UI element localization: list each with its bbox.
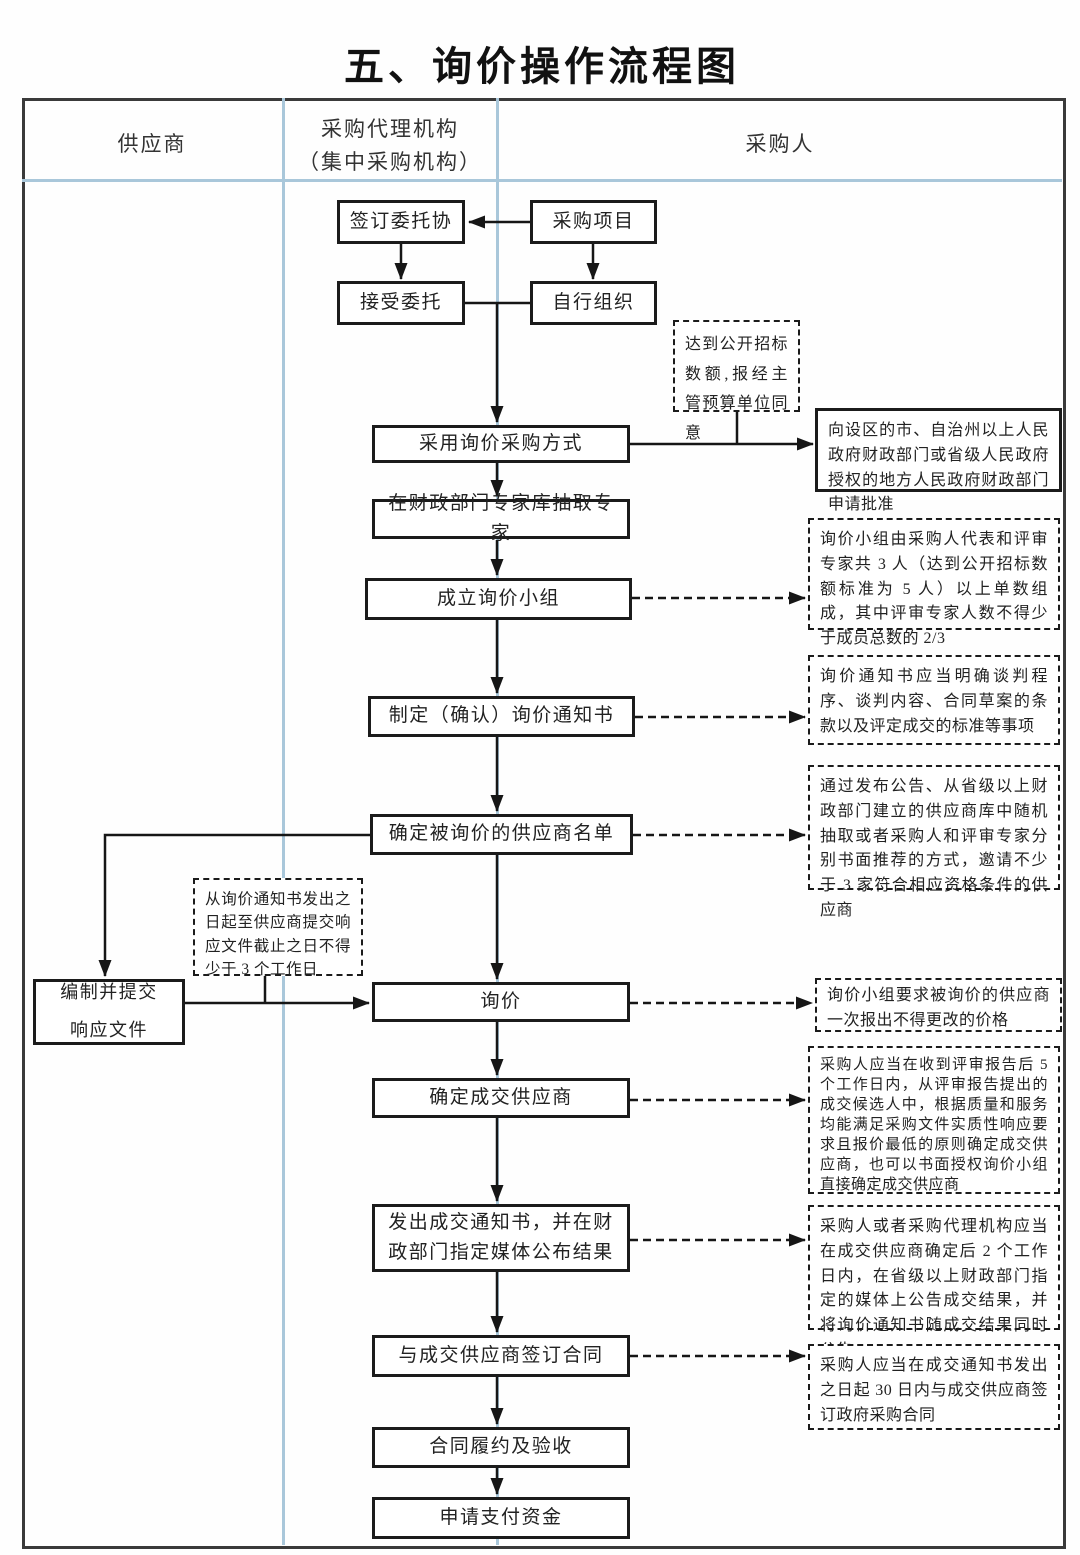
node-sign-contract: 与成交供应商签订合同	[372, 1335, 630, 1377]
node-issue-notice: 发出成交通知书，并在财政部门指定媒体公布结果	[372, 1204, 630, 1272]
annotation-min-days: 从询价通知书发出之日起至供应商提交响应文件截止之日不得少于 3 个工作日	[193, 878, 363, 978]
node-make-inquiry-notice: 制定（确认）询价通知书	[368, 696, 635, 737]
annotation-team-composition: 询价小组由采购人代表和评审专家共 3 人（达到公开招标数额标准为 5 人）以上单…	[808, 518, 1060, 647]
lane-header-separator	[22, 179, 1062, 182]
node-adopt-inquiry: 采用询价采购方式	[372, 425, 630, 463]
node-procurement-project: 采购项目	[530, 200, 657, 244]
annotation-notice-content: 询价通知书应当明确谈判程序、谈判内容、合同草案的条款以及评定成交的标准等事项	[808, 655, 1060, 745]
annotation-supplier-selection: 通过发布公告、从省级以上财政部门建立的供应商库中随机抽取或者采购人和评审专家分别…	[808, 765, 1060, 919]
annotation-reach-threshold: 达到公开招标数额,报经主管预算单位同意	[673, 320, 800, 442]
annotation-apply-approval: 向设区的市、自治州以上人民政府财政部门或省级人民政府授权的地方人民政府财政部门申…	[815, 408, 1062, 513]
lane-label-agency: 采购代理机构 （集中采购机构）	[298, 117, 482, 174]
node-inquiry: 询价	[372, 982, 630, 1022]
lane-label-supplier: 供应商	[117, 132, 187, 156]
node-extract-experts: 在财政部门专家库抽取专家	[372, 493, 630, 544]
chart-frame	[22, 98, 1066, 1549]
node-form-inquiry-team: 成立询价小组	[365, 578, 632, 620]
annotation-announce-rule: 采购人或者采购代理机构应当在成交供应商确定后 2 个工作日内，在省级以上财政部门…	[808, 1205, 1060, 1359]
lane-label-purchaser: 采购人	[745, 132, 815, 156]
annotation-contract-rule: 采购人应当在成交通知书发出之日起 30 日内与成交供应商签订政府采购合同	[808, 1344, 1060, 1430]
node-determine-winner: 确定成交供应商	[372, 1078, 630, 1118]
annotation-winner-rule: 采购人应当在收到评审报告后 5 个工作日内，从评审报告提出的成交候选人中，根据质…	[808, 1046, 1060, 1194]
node-contract-acceptance: 合同履约及验收	[372, 1427, 630, 1468]
node-prepare-response: 编制并提交 响应文件	[33, 979, 185, 1045]
node-sign-agreement: 签订委托协	[337, 200, 465, 244]
node-apply-payment: 申请支付资金	[372, 1497, 630, 1539]
arrow-supplierlist-to-prepare	[98, 833, 370, 977]
page-title: 五、询价操作流程图	[344, 44, 740, 89]
node-accept-entrustment: 接受委托	[337, 281, 465, 325]
annotation-one-quote: 询价小组要求被询价的供应商一次报出不得更改的价格	[815, 978, 1062, 1032]
lane-divider-left	[282, 98, 285, 1545]
node-determine-supplier-list: 确定被询价的供应商名单	[370, 814, 633, 855]
node-self-organize: 自行组织	[530, 281, 657, 325]
